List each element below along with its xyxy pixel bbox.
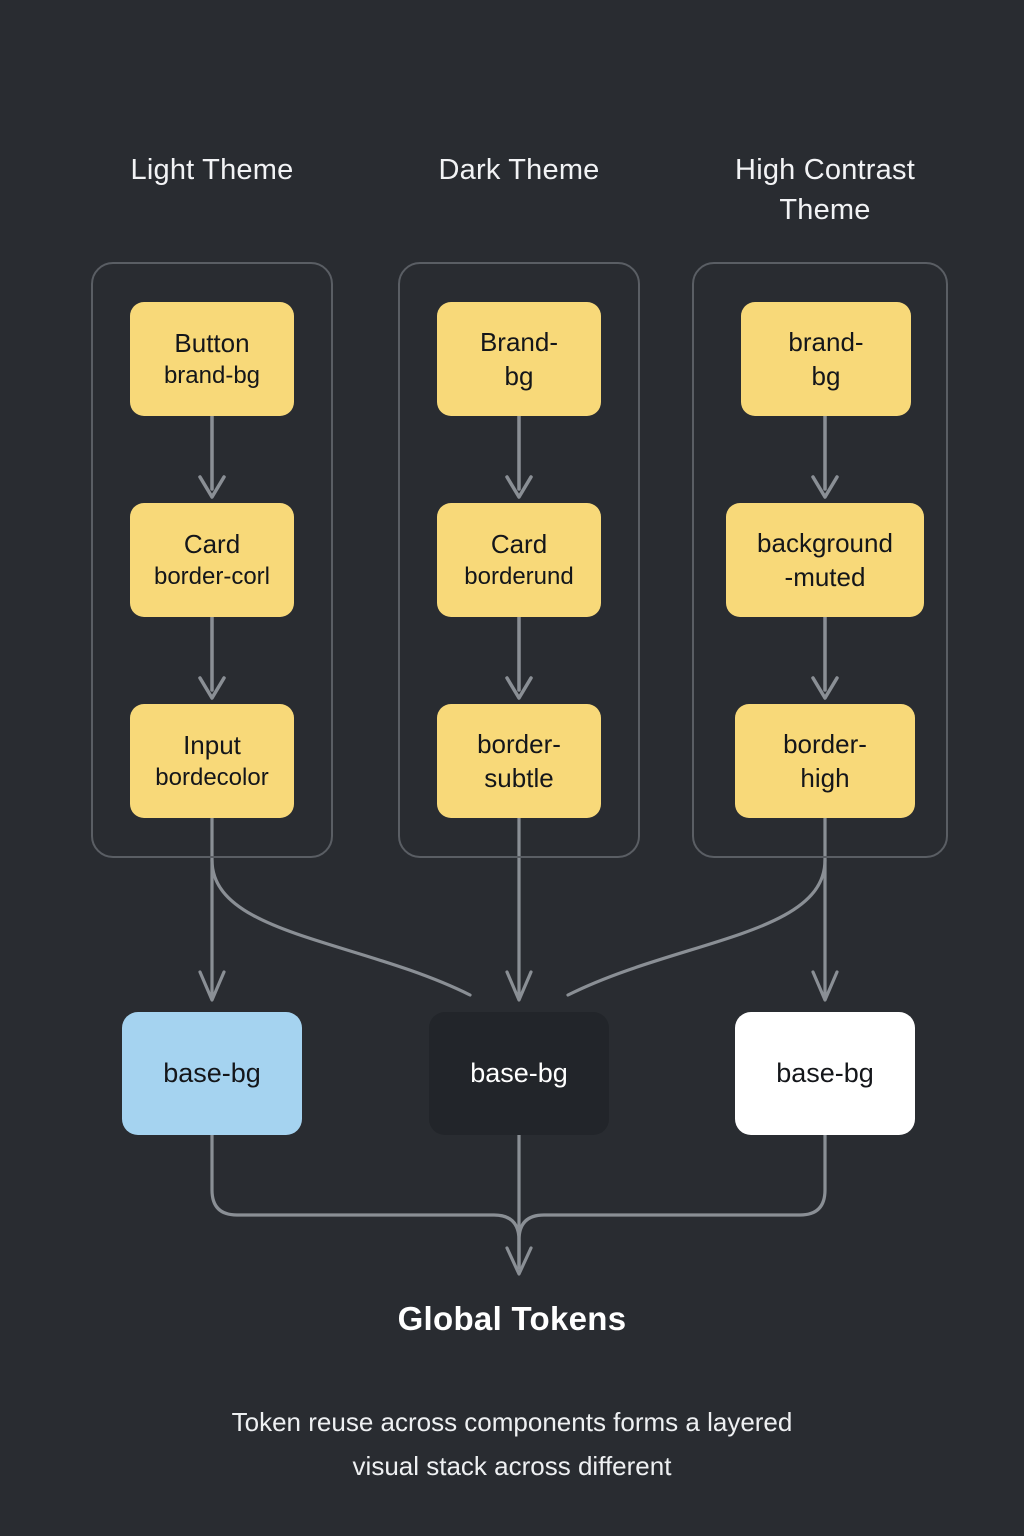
base-bg-label: base-bg	[470, 1058, 568, 1088]
elbow-light-base-to-global	[210, 1133, 521, 1270]
token-box-light-button[interactable]: Button brand-bg	[130, 302, 294, 416]
base-bg-box-dark[interactable]: base-bg	[429, 1012, 609, 1135]
group-container-dark	[398, 262, 640, 858]
token-box-dark-border-subtle[interactable]: border- subtle	[437, 704, 601, 818]
column-title-dark: Dark Theme	[438, 154, 600, 186]
token-box-dark-card[interactable]: Card borderund	[437, 503, 601, 617]
token-title: border-	[477, 729, 561, 759]
token-subtitle: subtle	[484, 763, 554, 793]
group-container-light	[91, 262, 333, 858]
token-title: background	[757, 528, 893, 558]
arrowhead-dark-group-to-base	[505, 970, 533, 1002]
curve-hc-to-center-base	[566, 858, 827, 997]
token-box-hc-background-muted[interactable]: background -muted	[726, 503, 924, 617]
base-bg-label: base-bg	[776, 1058, 874, 1088]
token-title: border-	[783, 729, 867, 759]
group-container-high-contrast	[692, 262, 948, 858]
token-box-hc-brand[interactable]: brand- bg	[741, 302, 911, 416]
token-title: brand-	[788, 327, 864, 357]
elbow-hc-base-to-global	[517, 1133, 827, 1270]
token-title: Input	[183, 729, 241, 760]
token-box-light-input[interactable]: Input bordecolor	[130, 704, 294, 818]
token-subtitle: bg	[504, 361, 534, 391]
arrowhead-hc-group-to-base	[811, 970, 839, 1002]
global-tokens-title: Global Tokens	[397, 1300, 627, 1337]
caption-line-1: Token reuse across components forms a la…	[231, 1407, 793, 1437]
arrowhead-light-group-to-base	[198, 970, 226, 1002]
column-title-high-contrast: High Contrast Theme	[735, 154, 915, 226]
column-title-light: Light Theme	[130, 154, 294, 186]
token-subtitle: bordecolor	[155, 763, 269, 791]
token-box-hc-border-high[interactable]: border- high	[735, 704, 915, 818]
token-title: Card	[183, 528, 241, 559]
token-subtitle: -muted	[784, 562, 866, 592]
token-box-light-card[interactable]: Card border-corl	[130, 503, 294, 617]
token-title: Card	[490, 528, 548, 559]
token-title: Brand-	[479, 327, 559, 357]
base-bg-box-high-contrast[interactable]: base-bg	[735, 1012, 915, 1135]
caption-line-2: visual stack across different	[352, 1451, 672, 1481]
token-subtitle: brand-bg	[163, 361, 261, 389]
base-bg-box-light[interactable]: base-bg	[122, 1012, 302, 1135]
arrowhead-global-tokens	[505, 1246, 533, 1276]
token-title: Button	[174, 327, 250, 358]
token-subtitle: high	[800, 763, 850, 793]
token-subtitle: bg	[811, 361, 841, 391]
curve-light-to-center-base	[210, 858, 472, 997]
token-box-dark-brand[interactable]: Brand- bg	[437, 302, 601, 416]
base-bg-label: base-bg	[163, 1058, 261, 1088]
token-subtitle: borderund	[464, 562, 574, 590]
token-subtitle: border-corl	[153, 562, 271, 590]
